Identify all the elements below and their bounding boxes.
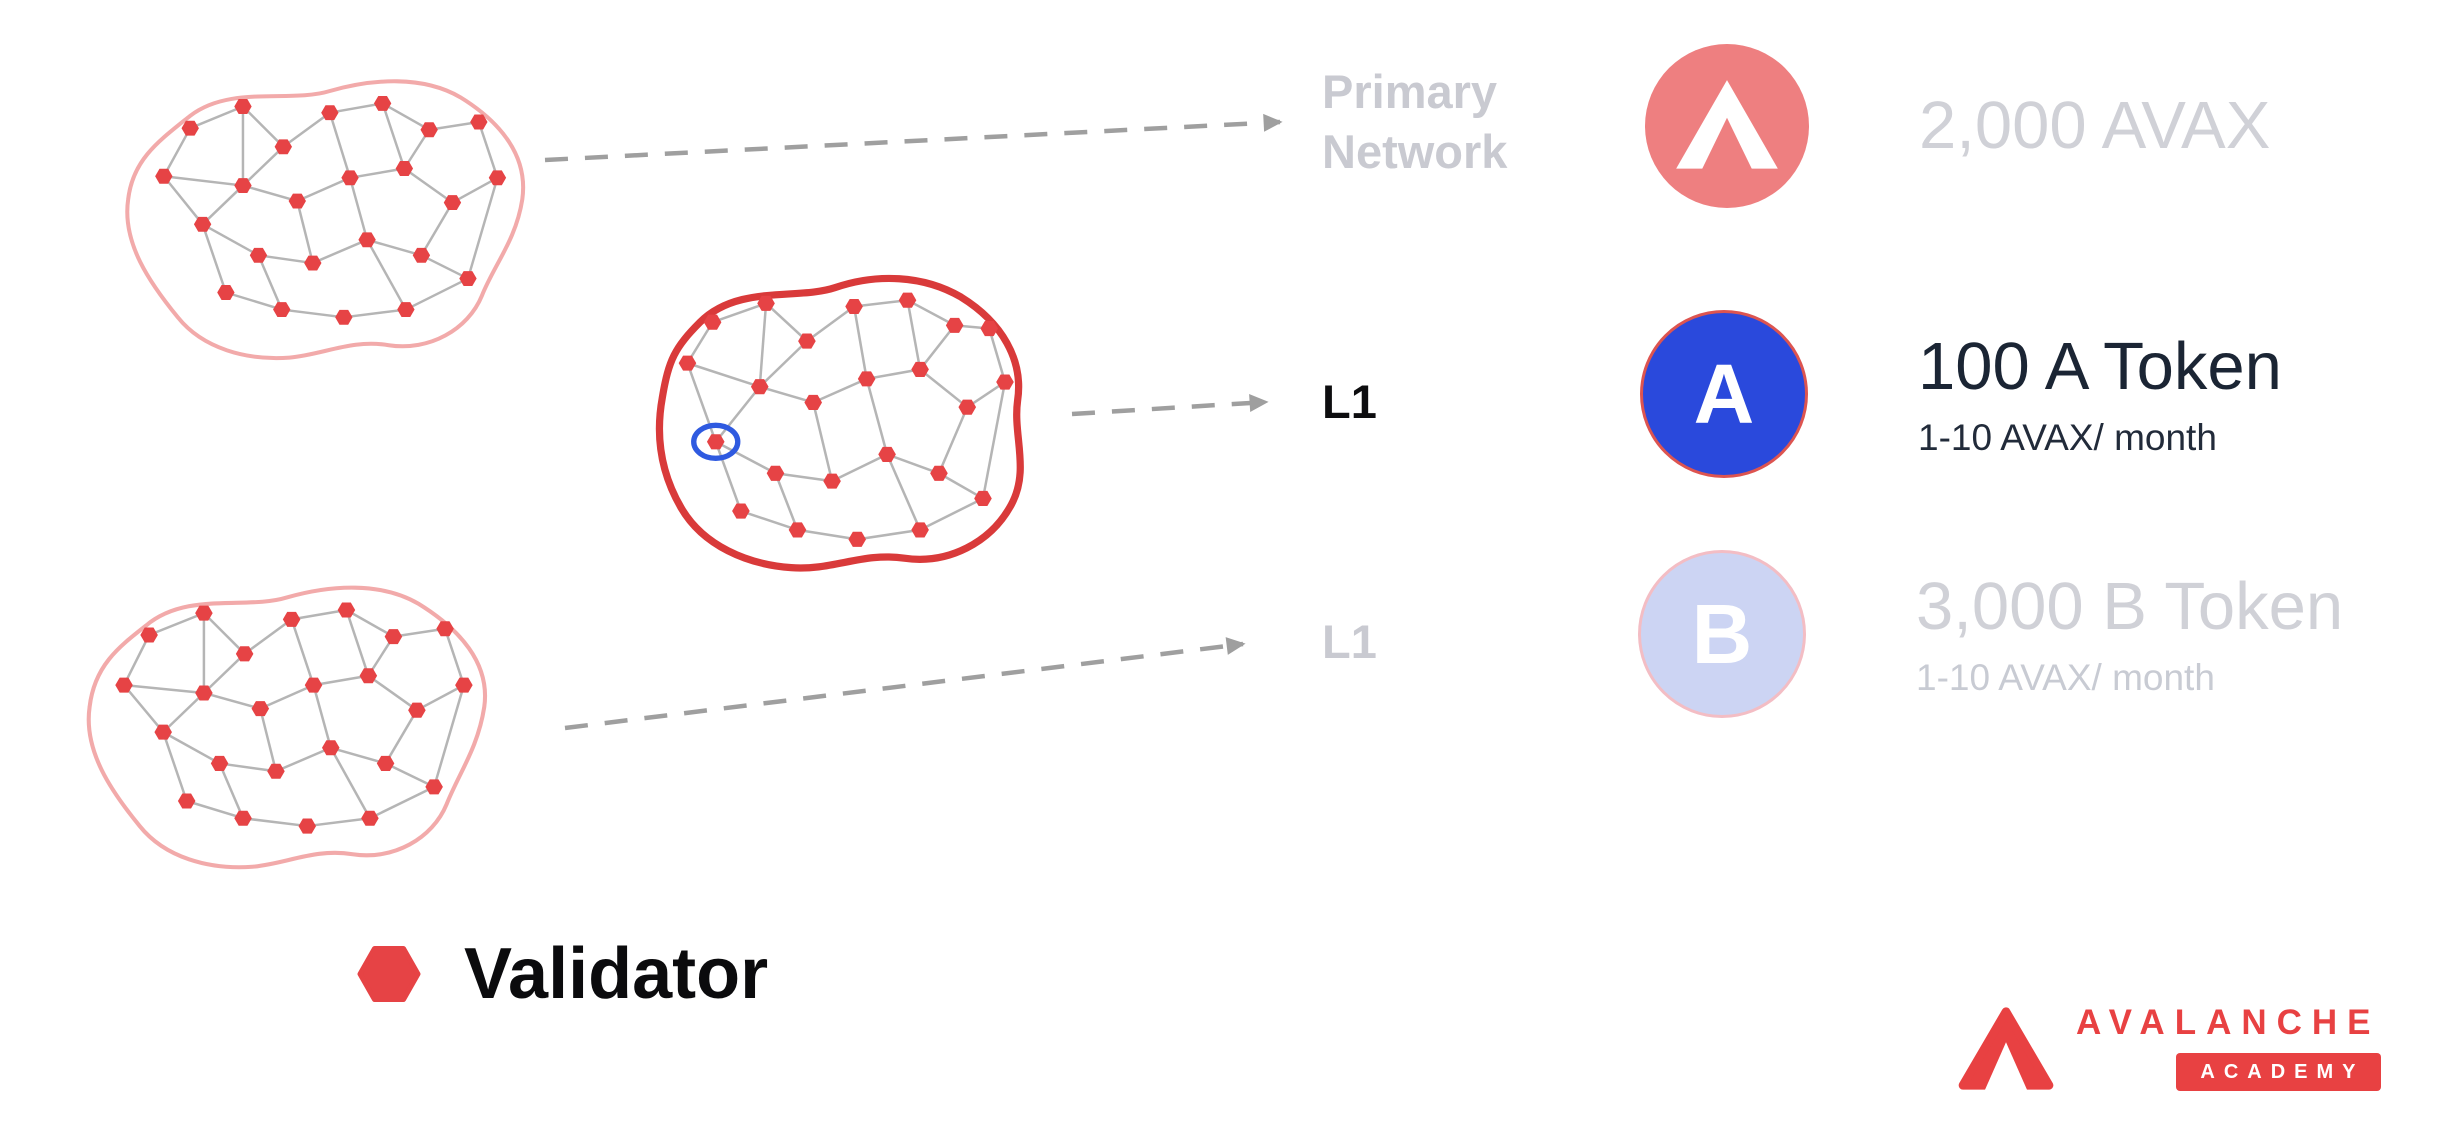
- validator-legend: Validator: [356, 938, 768, 1010]
- l1-label: L1: [1322, 375, 1377, 428]
- l1-muted-label: L1: [1322, 615, 1377, 668]
- row-avax-stake: 2,000 AVAX: [1645, 44, 2270, 208]
- brand-name: AVALANCHE: [2076, 1003, 2381, 1042]
- arrow-l1-muted: [564, 637, 1246, 731]
- validator-label: Validator: [464, 934, 769, 1014]
- a-token-icon: A: [1640, 310, 1808, 478]
- avalanche-logo-icon: [1645, 44, 1809, 208]
- b-token-amount: 3,000 B Token: [1916, 569, 2344, 645]
- a-token-letter: A: [1693, 347, 1755, 441]
- row-b-token: B 3,000 B Token 1-10 AVAX/ month: [1638, 550, 2343, 718]
- avalanche-brand-mark-icon: [1958, 1007, 2054, 1092]
- primary-network-graph: [94, 60, 544, 370]
- b-token-letter: B: [1691, 587, 1753, 681]
- l1-secondary-network-graph: [52, 563, 514, 884]
- row-a-token: A 100 A Token 1-10 AVAX/ month: [1640, 310, 2282, 478]
- b-token-icon: B: [1638, 550, 1806, 718]
- l1-network-graph: [612, 253, 1060, 607]
- b-token-fee: 1-10 AVAX/ month: [1916, 657, 2215, 699]
- avalanche-mark: [1645, 44, 1809, 208]
- a-token-fee: 1-10 AVAX/ month: [1918, 417, 2217, 459]
- avalanche-academy-logo: AVALANCHE ACADEMY: [1958, 1003, 2381, 1092]
- avax-amount: 2,000 AVAX: [1919, 88, 2271, 164]
- primary-network-label: Primary Network: [1322, 65, 1508, 178]
- arrow-l1: [1071, 394, 1269, 417]
- validator-hexagon-icon: [357, 946, 421, 1002]
- a-token-amount: 100 A Token: [1918, 329, 2282, 405]
- brand-badge: ACADEMY: [2176, 1052, 2381, 1091]
- arrow-primary-network: [544, 113, 1283, 163]
